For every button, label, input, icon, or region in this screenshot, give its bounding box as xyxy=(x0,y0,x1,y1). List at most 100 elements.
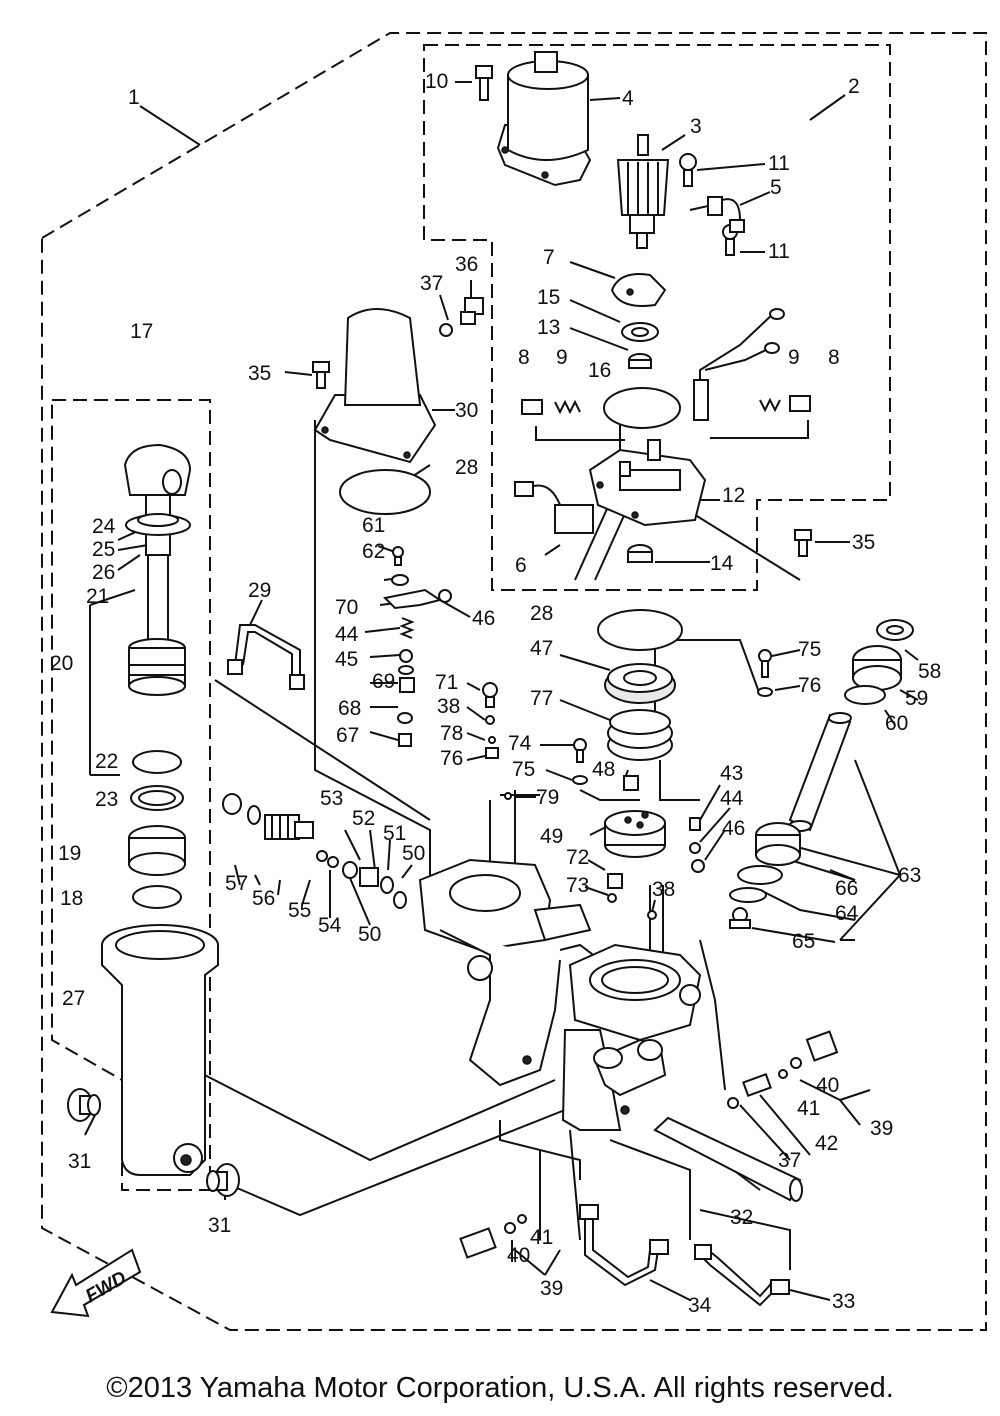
ring-23-part xyxy=(130,785,184,811)
callout-label: 14 xyxy=(710,552,734,575)
o-ring-65-part xyxy=(729,887,767,903)
spring-9-left-part xyxy=(554,399,581,415)
callout-label: 62 xyxy=(362,540,385,563)
callout-label: 35 xyxy=(852,531,875,554)
callout-label: 35 xyxy=(248,362,271,385)
leader-lines xyxy=(84,81,919,1301)
callout-label: 75 xyxy=(798,638,821,661)
callout-label: 24 xyxy=(92,515,116,538)
callout-label: 46 xyxy=(472,607,495,630)
o-ring-60-part xyxy=(844,685,886,705)
callout-label: 63 xyxy=(898,864,921,887)
plate-61-part xyxy=(382,588,443,610)
tilt-cylinder-27-part xyxy=(101,924,219,1176)
ball-38-upper-part xyxy=(485,715,495,725)
brush-8-left-part xyxy=(521,399,543,415)
screw-35-right-part xyxy=(794,529,812,557)
callout-label: 1 xyxy=(128,86,140,109)
callout-label: 5 xyxy=(770,176,782,199)
callout-label: 8 xyxy=(828,346,840,369)
callout-label: 40 xyxy=(507,1244,530,1267)
callout-label: 18 xyxy=(60,887,83,910)
callout-label: 37 xyxy=(420,272,443,295)
pipe-29-part xyxy=(227,624,305,690)
bushing-31-right-part xyxy=(206,1163,240,1197)
screw-11-upper-part xyxy=(679,153,697,187)
callout-label: 44 xyxy=(335,623,359,646)
callout-label: 79 xyxy=(536,786,559,809)
oil-seal-15-part xyxy=(621,322,659,342)
ring-53-part xyxy=(342,861,358,879)
pipe-33-part xyxy=(694,1244,790,1307)
reservoir-30-part xyxy=(313,308,437,464)
pipe-34-part xyxy=(579,1204,669,1287)
bushing-14-part xyxy=(627,544,653,563)
callout-label: 33 xyxy=(832,1290,855,1313)
o-ring-37-upper-part xyxy=(439,323,453,337)
ring-50-left-part xyxy=(327,856,339,868)
callout-label: 36 xyxy=(455,253,478,276)
tilt-rod-eye-part xyxy=(123,443,192,496)
tilt-piston-part xyxy=(128,638,186,696)
fwd-arrow-icon xyxy=(50,1248,142,1318)
motor-lead-wires-part xyxy=(693,308,785,421)
piston-67-part xyxy=(755,822,801,866)
parts xyxy=(50,51,914,1318)
callout-label: 48 xyxy=(592,758,615,781)
callout-label: 11 xyxy=(768,152,790,175)
copyright-notice: ©2013 Yamaha Motor Corporation, U.S.A. A… xyxy=(106,1372,894,1404)
callout-label: 65 xyxy=(792,930,815,953)
screw-35-left-part xyxy=(312,361,330,389)
callout-label: 68 xyxy=(338,697,361,720)
callout-label: 77 xyxy=(530,687,553,710)
callout-label: 73 xyxy=(566,874,589,897)
callout-label: 51 xyxy=(383,822,406,845)
valve-39-right-part xyxy=(805,1030,839,1062)
callout-label: 53 xyxy=(320,787,343,810)
valve-70-part xyxy=(399,677,415,693)
washer-63-part xyxy=(391,574,409,586)
ring-51-part xyxy=(380,876,394,894)
screw-46-upper-part xyxy=(438,589,452,603)
callout-label: 27 xyxy=(62,987,85,1010)
bearing-13-part xyxy=(628,353,652,369)
callout-label: 9 xyxy=(788,346,800,369)
screw-62-part xyxy=(392,546,404,566)
screw-10-part xyxy=(475,65,493,101)
callout-label: 74 xyxy=(508,732,532,755)
ball-79-upper-part xyxy=(488,736,496,744)
callout-label: 21 xyxy=(86,585,109,608)
armature-3-part xyxy=(616,134,670,249)
callout-label: 70 xyxy=(335,596,358,619)
callout-label: 41 xyxy=(530,1226,553,1249)
ball-38-lower-part xyxy=(647,910,657,920)
motor-assembly-outline xyxy=(423,44,891,591)
callout-label: 28 xyxy=(530,602,553,625)
o-ring-16-part xyxy=(603,387,681,429)
callout-label: 30 xyxy=(455,399,478,422)
callout-label: 32 xyxy=(730,1206,753,1229)
callout-label: 16 xyxy=(588,359,611,382)
o-ring-22-part xyxy=(132,750,182,774)
spacer-77-part xyxy=(485,747,499,759)
seal-19-part xyxy=(128,825,186,876)
callout-label: 54 xyxy=(318,914,342,937)
callout-label: 41 xyxy=(797,1097,820,1120)
callout-label: 72 xyxy=(566,846,589,869)
screw-72-part xyxy=(482,682,498,708)
ball-44-lower-part xyxy=(689,842,701,854)
callout-label: 50 xyxy=(358,923,381,946)
rod-64-part xyxy=(788,712,852,832)
callout-label: 3 xyxy=(690,115,702,138)
ring-50-right-part xyxy=(393,891,407,909)
callout-label: 38 xyxy=(437,695,460,718)
o-ring-69-part xyxy=(397,712,413,724)
callout-label: 38 xyxy=(652,878,675,901)
tilt-rod-part xyxy=(125,494,191,646)
o-ring-56-part xyxy=(247,805,261,825)
callout-labels: 1 2 3 4 5 6 7 8 8 9 9 10 11 11 12 13 14 … xyxy=(50,70,941,1317)
callout-label: 31 xyxy=(208,1214,231,1237)
screw-75-center-part xyxy=(573,738,587,763)
o-ring-41-bottom-part xyxy=(517,1214,527,1224)
